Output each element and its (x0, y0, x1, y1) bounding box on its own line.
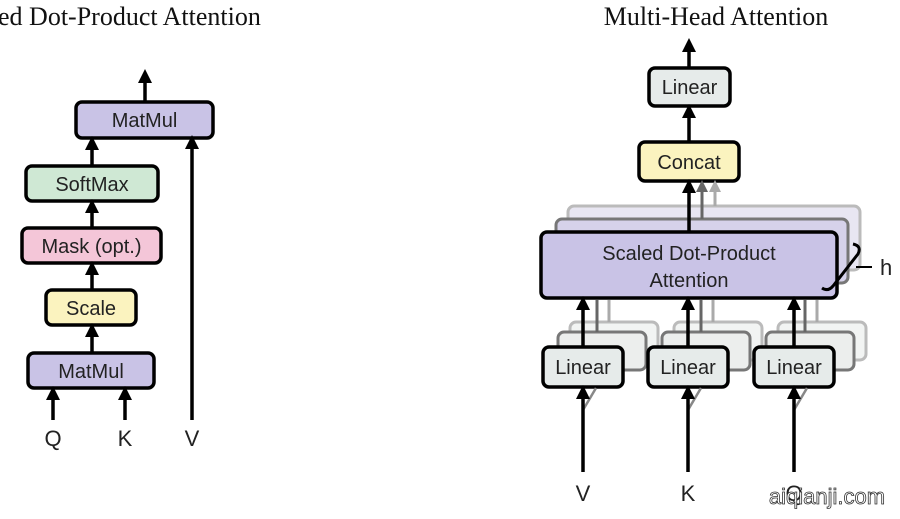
matmul-top-label: MatMul (112, 110, 178, 132)
mha-input-k-label: K (681, 481, 696, 506)
linear-q-label: Linear (766, 357, 822, 379)
softmax-box: SoftMax (24, 164, 160, 203)
scaled-dot-product-attention-box: Scaled Dot-Product Attention (539, 230, 839, 300)
scale-label: Scale (66, 298, 116, 320)
scale-box: Scale (44, 288, 138, 327)
mask-label: Mask (opt.) (41, 236, 141, 258)
concat-label: Concat (657, 152, 721, 174)
softmax-label: SoftMax (55, 174, 128, 196)
attention-label-line1: Scaled Dot-Product (602, 243, 776, 265)
input-q-label: Q (44, 426, 61, 451)
scaled-dot-product-attention-diagram: ed Dot-Product Attention MatMul SoftMax … (0, 2, 261, 451)
linear-q-box: Linear (752, 345, 836, 389)
mha-input-q-label: Q (785, 481, 802, 506)
multi-head-attention-diagram: Multi-Head Attention Linear Concat Scale… (539, 2, 892, 506)
mha-input-v-label: V (576, 481, 591, 506)
input-v-label: V (185, 426, 200, 451)
linear-k-box: Linear (646, 345, 730, 389)
left-title: ed Dot-Product Attention (0, 2, 261, 31)
linear-k-label: Linear (660, 357, 716, 379)
matmul-top-box: MatMul (74, 100, 215, 140)
mask-box: Mask (opt.) (20, 226, 163, 265)
q-fan-line (792, 387, 809, 411)
concat-box: Concat (637, 140, 741, 183)
linear-out-label: Linear (662, 77, 718, 99)
matmul-bottom-box: MatMul (26, 351, 156, 390)
matmul-bottom-label: MatMul (58, 361, 124, 383)
linear-v-label: Linear (555, 357, 611, 379)
linear-v-box: Linear (541, 345, 625, 389)
heads-label: h (880, 255, 892, 280)
watermark: aiqianji.com (769, 484, 885, 509)
input-k-label: K (118, 426, 133, 451)
attention-label-line2: Attention (650, 270, 729, 292)
v-fan-line (581, 387, 598, 411)
right-title: Multi-Head Attention (604, 2, 829, 31)
heads-brace-icon (821, 242, 861, 292)
k-fan-line (686, 387, 703, 411)
linear-out-box: Linear (647, 66, 732, 108)
